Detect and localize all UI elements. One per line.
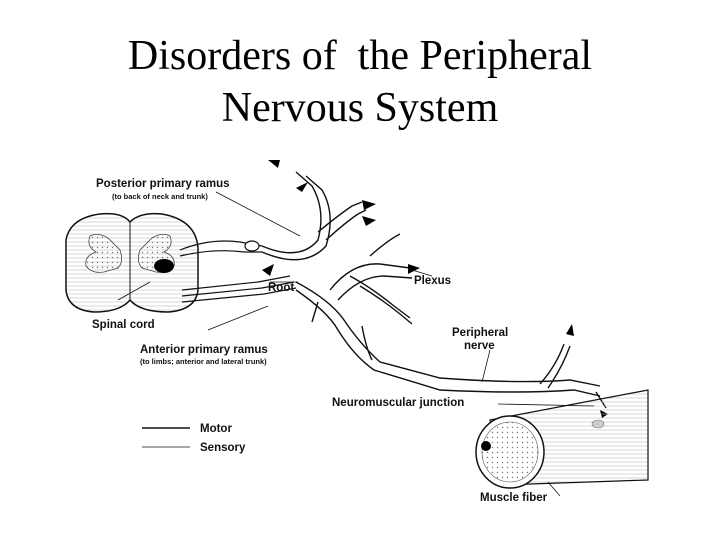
peripheral-nerve-diagram: Posterior primary ramus (to back of neck… (65, 160, 649, 504)
label-peripheral: Peripheral (452, 327, 508, 339)
muscle-fiber-illustration (475, 389, 649, 489)
legend: Motor Sensory (142, 423, 246, 454)
label-nerve: nerve (464, 340, 495, 352)
leader-lines (117, 191, 595, 497)
spinal-cord-illustration (65, 212, 199, 313)
nerve-trunk (261, 171, 607, 409)
label-posterior-ramus: Posterior primary ramus (96, 178, 230, 190)
label-posterior-ramus-note: (to back of neck and trunk) (112, 192, 208, 201)
legend-sensory-label: Sensory (200, 442, 246, 454)
signal-arrows (262, 160, 608, 418)
label-neuromuscular-junction: Neuromuscular junction (332, 397, 464, 409)
label-plexus: Plexus (414, 275, 451, 287)
title-line-2: Nervous System (221, 85, 499, 131)
title-line-1: Disorders of the Peripheral (127, 33, 593, 79)
slide-title: Disorders of the Peripheral Nervous Syst… (0, 30, 720, 134)
label-anterior-ramus: Anterior primary ramus (140, 344, 268, 356)
nerve-roots (179, 240, 297, 303)
label-anterior-ramus-note: (to limbs; anterior and lateral trunk) (140, 357, 267, 366)
label-muscle-fiber: Muscle fiber (480, 492, 548, 504)
label-spinal-cord: Spinal cord (92, 319, 155, 331)
legend-motor-label: Motor (200, 423, 232, 435)
label-root: Root (268, 282, 294, 294)
